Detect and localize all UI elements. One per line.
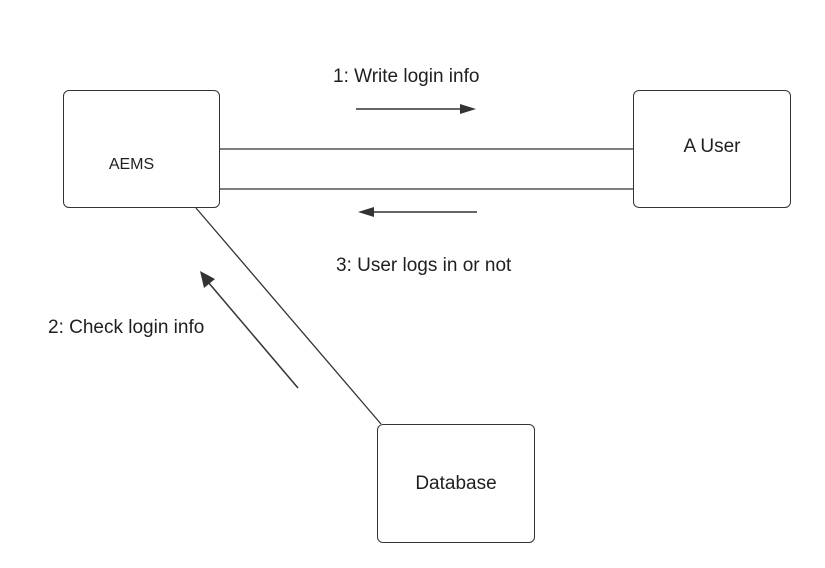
step1-label: 1: Write login info [333,66,480,87]
database-box: Database [377,424,535,543]
aems-label: AEMS [108,156,155,173]
step2-label: 2: Check login info [48,317,205,338]
user-label: A User [683,136,741,157]
aems-box: AEMS [63,90,220,208]
arrow-step1 [356,104,476,114]
user-box: A User [633,90,791,208]
database-label: Database [415,472,497,494]
arrow-step3 [358,207,477,217]
arrow-step2 [200,271,299,389]
step3-label: 3: User logs in or not [336,255,512,276]
connector-aems-database [195,207,382,425]
